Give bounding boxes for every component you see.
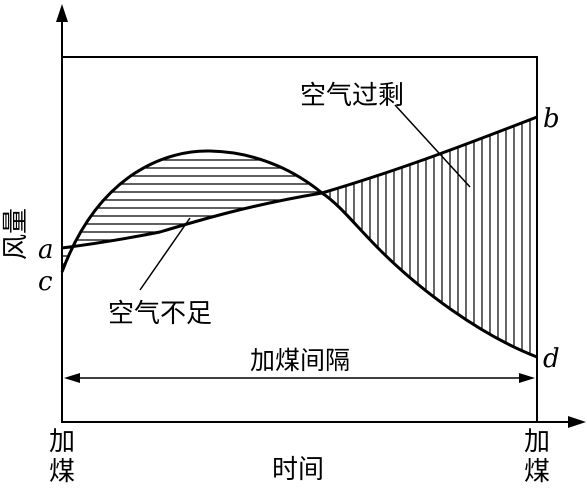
right-event-label-line2: 煤 (524, 457, 550, 487)
excess-air-leader (394, 104, 471, 188)
y-axis-label: 风量 (1, 208, 31, 260)
x-axis-arrowhead (568, 416, 586, 428)
insufficient-air-label: 空气不足 (108, 299, 212, 329)
left-event-label-line2: 煤 (49, 457, 75, 487)
right-event-label-line1: 加 (524, 427, 550, 457)
interval-label: 加煤间隔 (250, 346, 350, 375)
point-label-c: c (38, 267, 53, 297)
point-label-d: d (543, 344, 560, 374)
insufficient-air-hatch (62, 159, 322, 265)
excess-air-label: 空气过剩 (300, 81, 404, 111)
supply-air-curve-ab (61, 115, 538, 250)
insufficient-air-leader (139, 217, 191, 291)
demand-air-curve-cd (60, 149, 538, 359)
y-axis-arrowhead (56, 4, 68, 22)
point-label-b: b (543, 104, 560, 134)
excess-air-hatch (329, 117, 531, 357)
left-event-label-line1: 加 (49, 427, 75, 457)
interval-arrowhead-left (64, 373, 80, 383)
x-axis-label: 时间 (272, 455, 324, 485)
interval-arrowhead-right (519, 373, 535, 383)
point-label-a: a (38, 235, 54, 265)
